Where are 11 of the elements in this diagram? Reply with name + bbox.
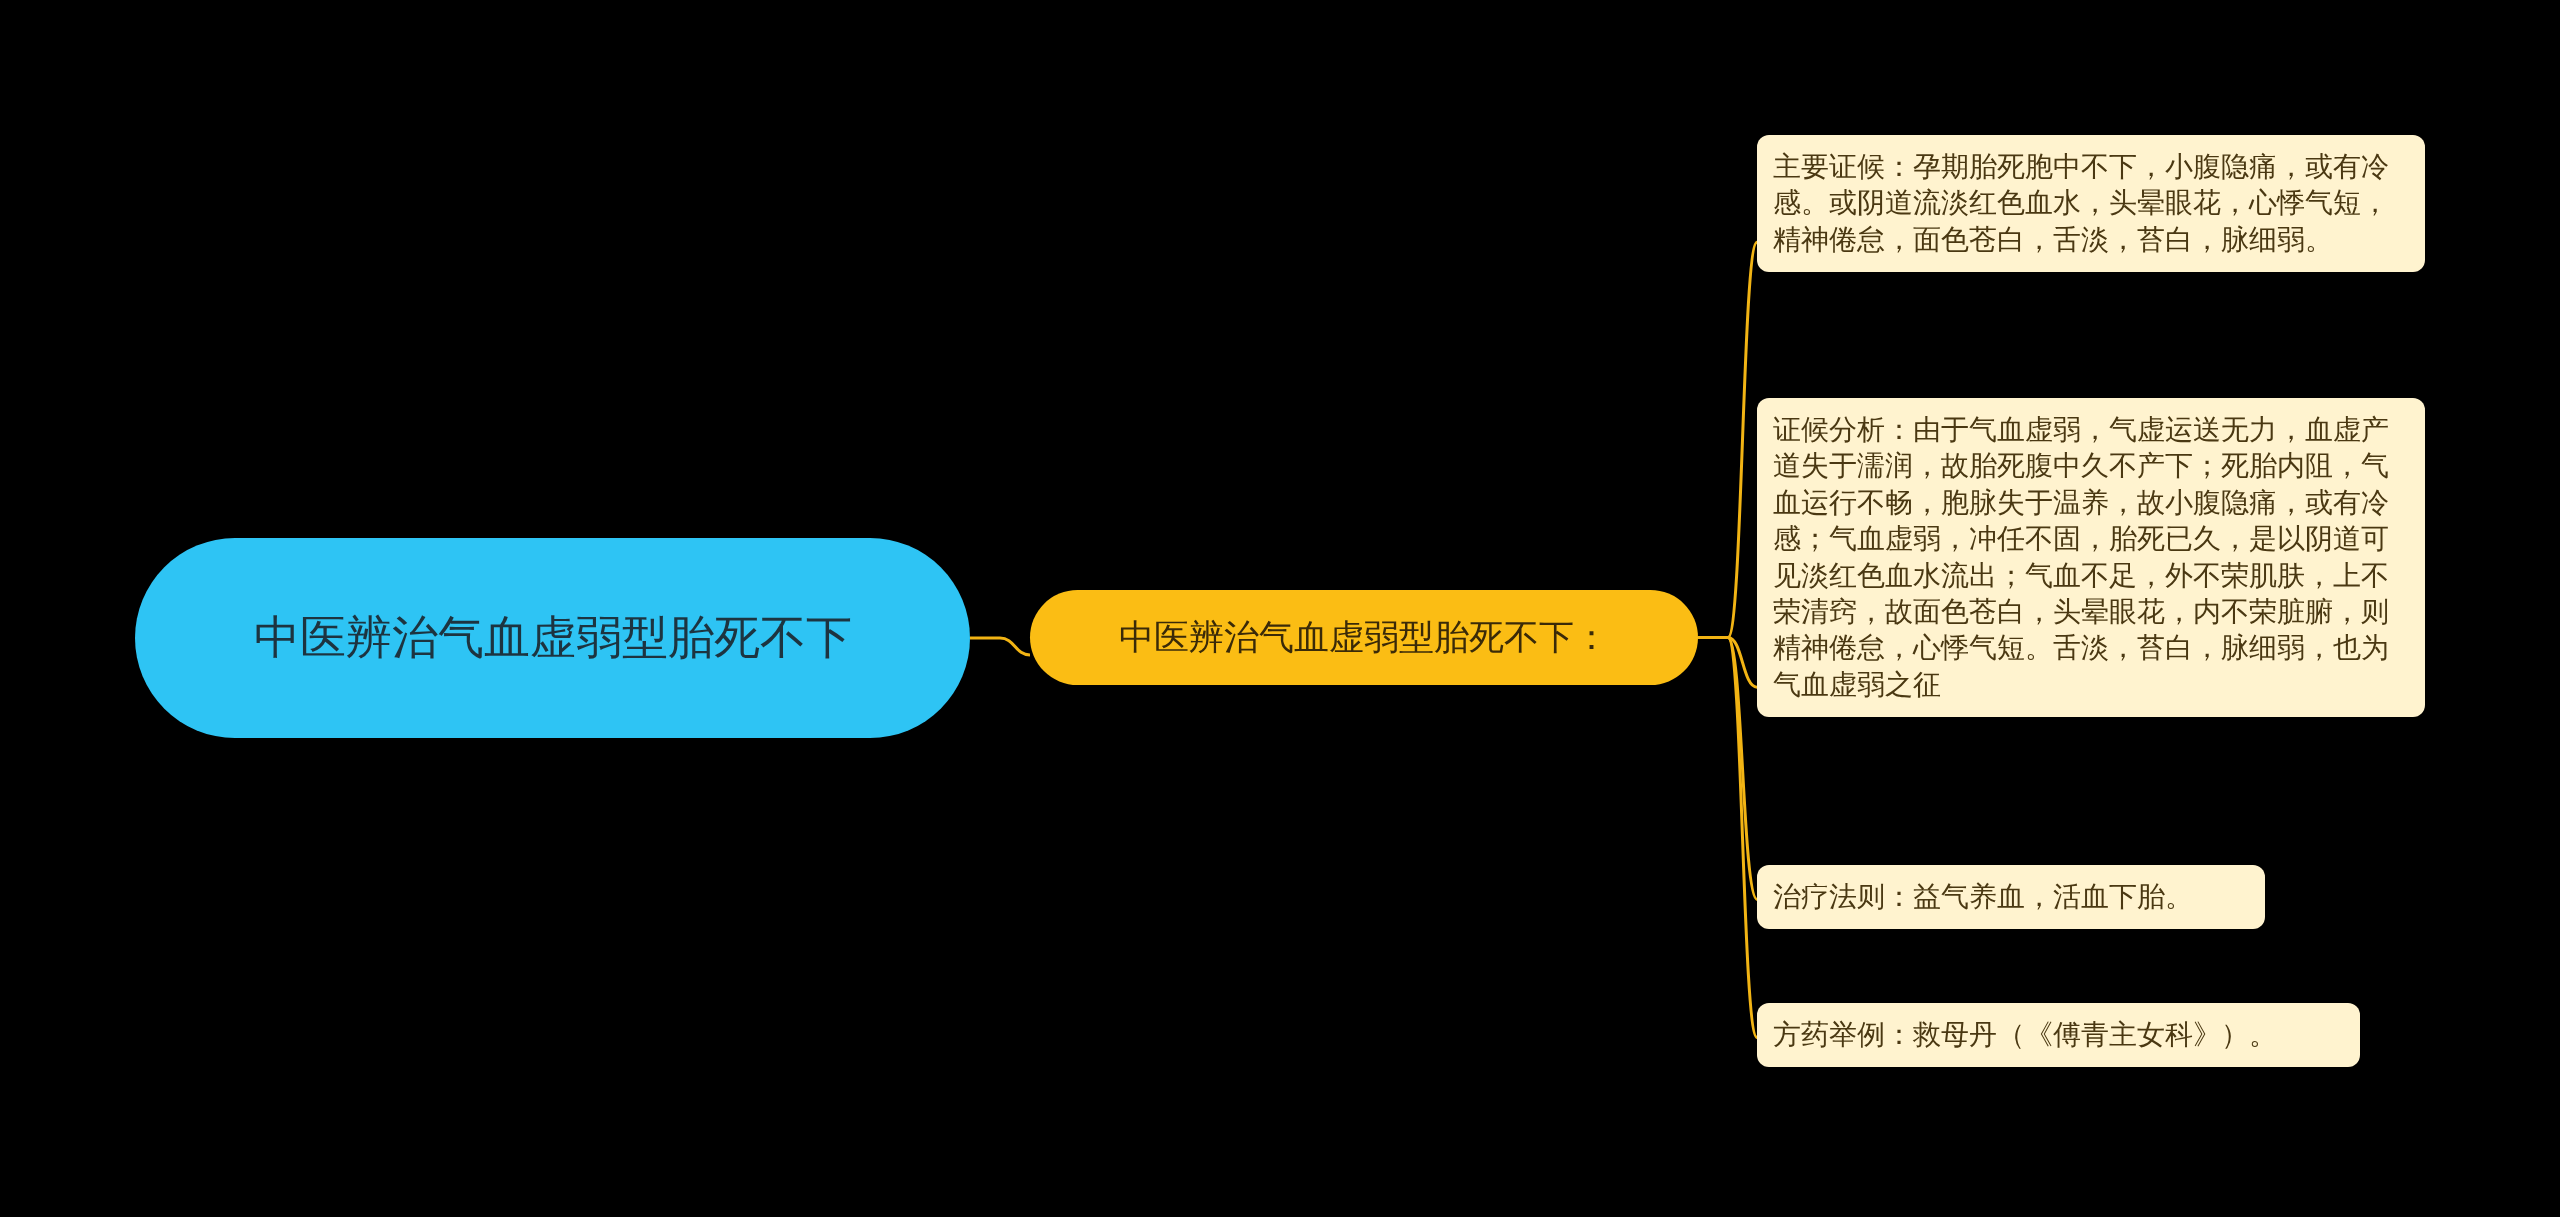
subtopic-box	[1757, 135, 2425, 273]
subtopic-box	[1757, 398, 2425, 718]
topic-text: 证候分析：由于气血虚弱，气虚运送无力，血虚产道失于濡润，故胎死腹中久不产下；死胎内阻，气血运行不畅，胞脉失于温养，故小腹隐痛，或有冷感；气血虚弱，冲任不固，胎死已久，是以阴道可见淡红色血水流出；气血不足，外不荣肌肤，上不荣清窍，故面色苍白，头晕眼花，内不荣脏腑，则精神倦怠，心悸气短。舌淡，苔白，脉细弱，也为气血虚弱之征	[1773, 412, 2390, 703]
connector-line	[970, 636, 1031, 657]
subtopic-box	[1757, 1003, 2360, 1068]
topic-text: 中医辨治气血虚弱型胎死不下：	[1119, 615, 1609, 659]
topic-text: 治疗法则：益气养血，活血下胎。	[1773, 879, 2193, 915]
topic-text: 主要证候：孕期胎死胞中不下，小腹隐痛，或有冷感。或阴道流淡红色血水，头晕眼花，心悸气短，精神倦怠，面色苍白，舌淡，苔白，脉细弱。	[1773, 149, 2390, 258]
topic-text: 中医辨治气血虚弱型胎死不下	[253, 609, 852, 667]
topic-text: 方药举例：救母丹（《傅青主女科》）。	[1773, 1017, 2277, 1053]
subtopic-box	[1757, 865, 2265, 930]
